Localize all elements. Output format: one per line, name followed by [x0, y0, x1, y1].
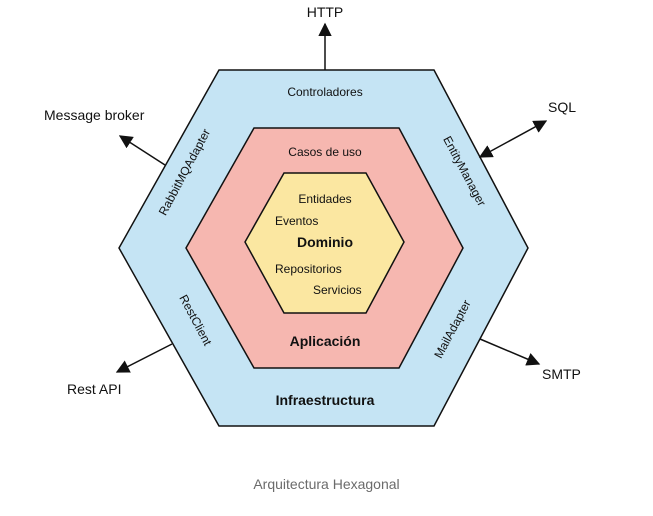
- domain-title: Dominio: [297, 234, 353, 250]
- use-cases-label: Casos de uso: [288, 145, 362, 159]
- entities-label: Entidades: [298, 192, 351, 206]
- hexagonal-architecture-diagram: HTTP SQL Message broker Rest API SMTP Co…: [44, 4, 581, 427]
- application-title: Aplicación: [290, 333, 361, 349]
- figure-caption: Arquitectura Hexagonal: [253, 476, 400, 492]
- message-broker-arrow: [118, 135, 166, 166]
- sql-label: SQL: [548, 99, 576, 115]
- message-broker-label: Message broker: [44, 107, 145, 123]
- http-label: HTTP: [307, 4, 344, 20]
- smtp-arrow: [479, 338, 541, 366]
- sql-arrow: [478, 120, 548, 158]
- repositories-label: Repositorios: [275, 262, 342, 276]
- infrastructure-title: Infraestructura: [276, 392, 375, 408]
- controllers-label: Controladores: [287, 85, 362, 99]
- rest-api-arrow: [115, 343, 173, 373]
- rest-api-label: Rest API: [67, 381, 121, 397]
- services-label: Servicios: [313, 283, 362, 297]
- domain-hexagon: [244, 172, 405, 314]
- events-label: Eventos: [275, 214, 318, 228]
- smtp-label: SMTP: [542, 366, 581, 382]
